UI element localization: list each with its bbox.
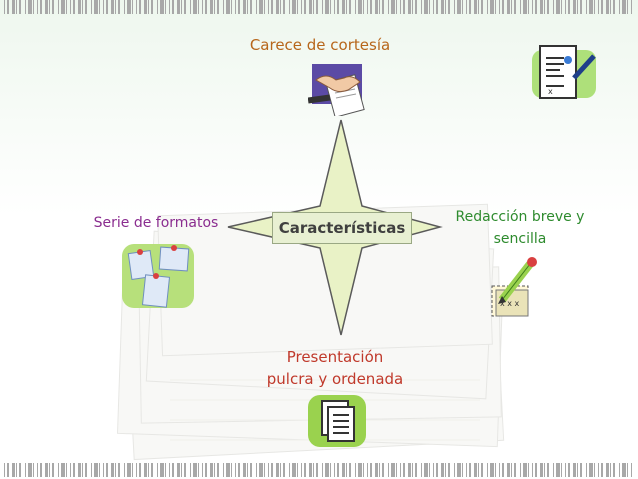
node-right-line-1: Redacción breve y [455,209,585,225]
node-left-label: Serie de formatos [93,215,219,231]
node-top-label: Carece de cortesía [249,36,391,54]
svg-text:x: x [548,87,553,96]
paper-stack-background [116,203,505,461]
signed-form-icon: x [532,45,596,99]
top-barcode-border [4,0,632,14]
node-right-line-2: sencilla [493,231,547,247]
pencil-paper-icon: x x x [491,257,537,317]
bottom-barcode-border [4,463,632,477]
document-icon [308,395,366,447]
center-node: Características [272,212,412,244]
handshake-document-icon [308,64,365,116]
node-bottom-line-2: pulcra y ordenada [266,370,404,388]
pinned-notes-icon [122,244,194,308]
node-bottom-label: Presentación pulcra y ordenada [245,346,425,390]
node-right-label: Redacción breve y sencilla [440,206,600,250]
node-bottom-line-1: Presentación [286,348,384,366]
svg-text:x x x: x x x [500,299,520,308]
